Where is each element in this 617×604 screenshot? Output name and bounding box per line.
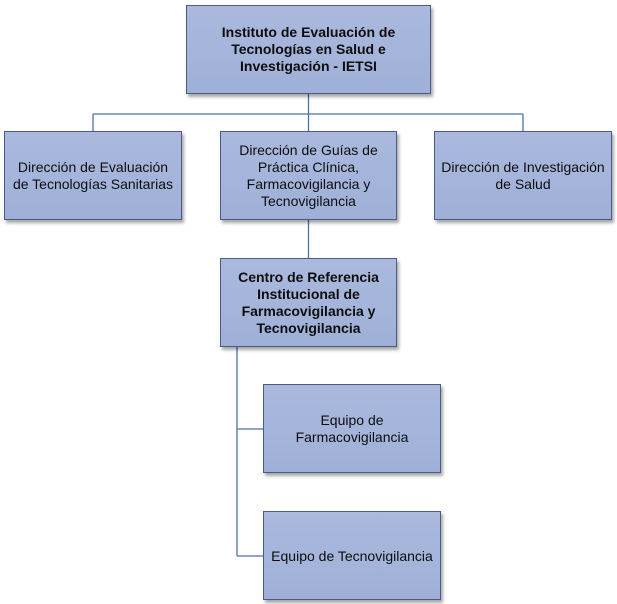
org-box-direccion-guias: Dirección de Guías de Práctica Clínica, … [220, 131, 397, 220]
org-box-centro-referencia-label: Centro de Referencia Institucional de Fa… [238, 268, 379, 336]
org-box-direccion-investigacion: Dirección de Investigación de Salud [434, 131, 612, 220]
org-box-ietsi-label: Instituto de Evaluación de Tecnologías e… [221, 24, 396, 74]
org-box-direccion-evaluacion-label: Dirección de Evaluación de Tecnologías S… [12, 158, 174, 192]
org-box-ietsi: Instituto de Evaluación de Tecnologías e… [186, 5, 431, 94]
org-box-equipo-tecnovigilancia-label: Equipo de Tecnovigilancia [271, 547, 433, 564]
org-box-direccion-investigacion-label: Dirección de Investigación de Salud [441, 158, 605, 192]
org-box-equipo-farmacovigilancia: Equipo de Farmacovigilancia [263, 384, 441, 473]
org-box-centro-referencia: Centro de Referencia Institucional de Fa… [220, 258, 397, 347]
org-box-direccion-guias-label: Dirección de Guías de Práctica Clínica, … [239, 141, 378, 209]
org-box-equipo-tecnovigilancia: Equipo de Tecnovigilancia [263, 511, 441, 600]
org-box-equipo-farmacovigilancia-label: Equipo de Farmacovigilancia [295, 411, 409, 445]
org-box-direccion-evaluacion: Dirección de Evaluación de Tecnologías S… [4, 131, 182, 220]
